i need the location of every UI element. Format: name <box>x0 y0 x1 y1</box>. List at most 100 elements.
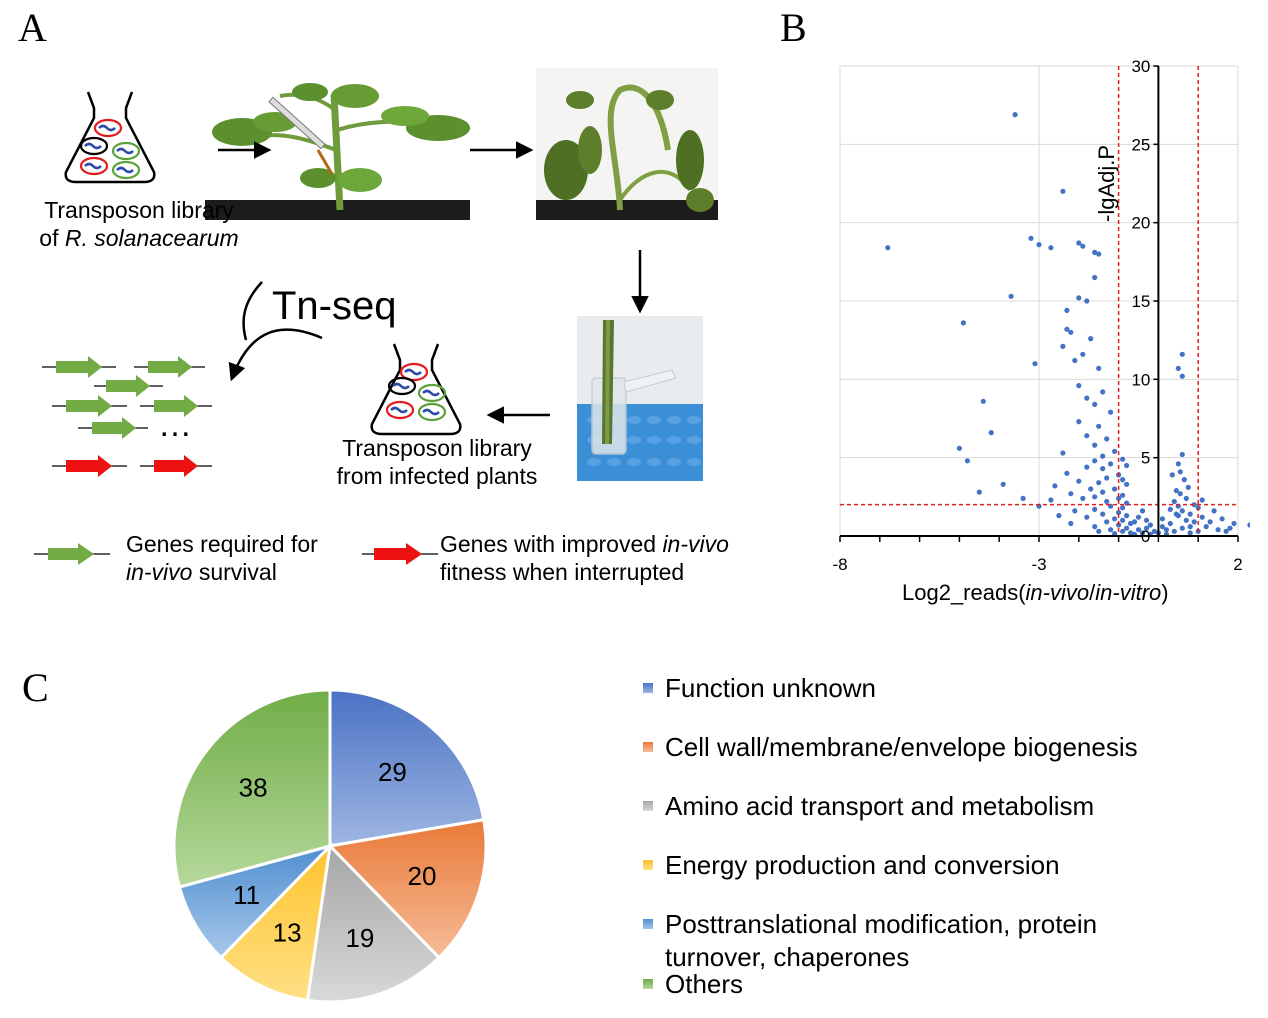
data-point <box>1143 517 1150 523</box>
data-point <box>1124 513 1130 519</box>
data-point <box>1112 448 1118 454</box>
data-point <box>1080 495 1086 501</box>
data-point <box>1127 520 1134 527</box>
pie-slice <box>172 688 332 889</box>
data-point <box>1104 436 1110 442</box>
curved-arrow-tail <box>242 281 263 341</box>
data-point <box>1124 525 1130 531</box>
data-point <box>1120 517 1126 523</box>
pie-slice <box>326 818 488 960</box>
data-point <box>1247 522 1250 528</box>
data-point <box>1139 530 1146 536</box>
data-point <box>1120 505 1126 511</box>
data-point <box>976 489 982 495</box>
data-point <box>1179 508 1185 514</box>
data-point <box>1100 453 1106 459</box>
pie-slice-label: 19 <box>345 923 374 953</box>
pie-slice-label: 13 <box>273 918 302 948</box>
curved-arrow <box>228 328 323 382</box>
data-point <box>1211 508 1217 514</box>
data-point <box>1179 373 1185 379</box>
data-point <box>1169 472 1175 478</box>
data-point <box>960 320 966 326</box>
data-point <box>1175 365 1181 371</box>
legend-red-italic: in-vivo <box>662 531 729 557</box>
data-point <box>1143 525 1150 531</box>
data-point <box>1108 409 1114 415</box>
data-point <box>1052 483 1058 489</box>
data-point <box>1120 456 1126 462</box>
data-point <box>1092 524 1098 530</box>
legend-swatch <box>643 742 653 752</box>
data-point <box>1223 528 1229 534</box>
x-tick-label: -8 <box>832 555 847 574</box>
data-point <box>885 245 891 251</box>
flask1-caption-line1: Transposon library <box>44 197 234 223</box>
legend-red-line2: fitness when interrupted <box>440 559 685 585</box>
data-point <box>1179 451 1185 458</box>
data-point <box>1008 293 1014 299</box>
data-point <box>1096 251 1102 257</box>
data-point <box>1064 326 1070 332</box>
pie-slice-label: 11 <box>233 880 260 910</box>
flask-icon <box>64 91 156 184</box>
data-point <box>1139 508 1146 514</box>
legend-label: Posttranslational modification, protein <box>665 909 1098 939</box>
y-tick-label: 5 <box>1141 449 1150 468</box>
legend-label: Amino acid transport and metabolism <box>665 791 1095 821</box>
data-point <box>1187 530 1193 536</box>
legend-green-arrow <box>34 543 110 565</box>
data-point <box>1108 461 1114 467</box>
panel-a-drawing <box>34 68 718 565</box>
data-point <box>1227 525 1233 531</box>
data-point <box>1159 524 1165 530</box>
data-point <box>1080 243 1086 249</box>
data-point <box>1060 188 1066 194</box>
data-point <box>1173 511 1179 517</box>
data-point <box>980 398 986 404</box>
data-point <box>1127 530 1134 536</box>
data-point <box>1104 475 1110 481</box>
data-point <box>1012 112 1018 118</box>
legend-swatch <box>643 860 653 870</box>
data-point <box>1108 527 1114 533</box>
data-point <box>1064 470 1070 476</box>
data-point <box>1183 495 1189 501</box>
flask2-caption: Transposon library from infected plants <box>318 434 556 490</box>
panel-letter-b: B <box>780 5 807 50</box>
data-point <box>1092 401 1098 407</box>
data-point <box>1076 240 1082 246</box>
y-tick-label: 25 <box>1131 135 1150 154</box>
data-point <box>1181 477 1187 483</box>
y-tick-label: 30 <box>1131 57 1150 76</box>
legend-label: Energy production and conversion <box>665 850 1060 880</box>
data-point <box>1100 466 1106 472</box>
data-point <box>1100 489 1106 495</box>
legend-green-line1: Genes required for <box>126 531 318 557</box>
legend-red-arrow <box>362 543 438 565</box>
data-point <box>1120 477 1126 483</box>
legend-red-line1: Genes with improved in-vivo <box>440 530 729 558</box>
x-axis-label-suffix: ) <box>1161 580 1169 605</box>
data-point <box>1096 423 1102 429</box>
data-point <box>1173 488 1179 494</box>
data-point <box>1177 469 1183 475</box>
stem-in-tube-image <box>577 316 703 481</box>
data-point <box>1032 361 1038 367</box>
data-point <box>1179 351 1185 357</box>
pie-slice-label: 38 <box>239 772 268 802</box>
data-point <box>1076 419 1082 425</box>
healthy-plant-image <box>205 83 470 220</box>
data-point <box>1203 524 1209 530</box>
data-point <box>1116 495 1122 501</box>
data-point <box>1135 514 1142 520</box>
x-axis-label-italic-1: in-vivo <box>1025 580 1090 605</box>
data-point <box>1100 511 1106 517</box>
legend-green-italic: in-vivo <box>126 559 193 585</box>
data-point <box>1048 497 1054 503</box>
legend-red-text: Genes with improved in-vivo fitness when… <box>440 530 729 586</box>
legend-green-text: Genes required for in-vivo survival <box>126 530 318 586</box>
legend-green-line2: in-vivo survival <box>126 558 318 586</box>
data-point <box>1147 522 1153 528</box>
